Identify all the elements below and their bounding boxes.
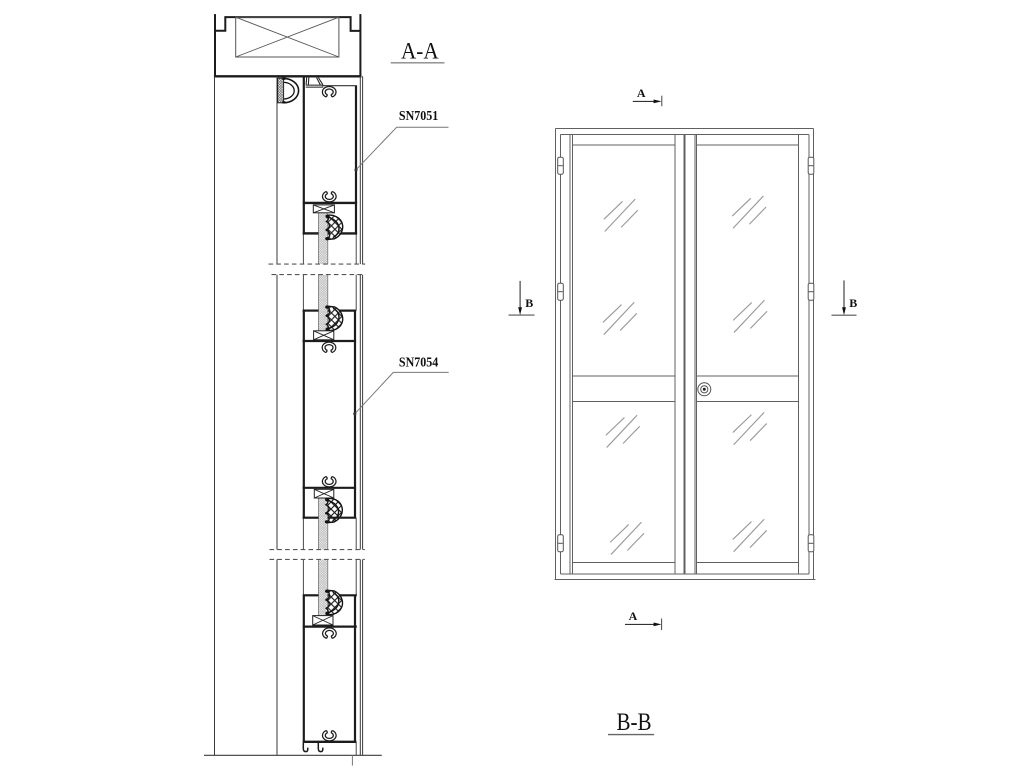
- svg-text:B: B: [525, 296, 533, 310]
- svg-text:B-B: B-B: [616, 707, 651, 736]
- svg-text:SN7054: SN7054: [399, 356, 438, 371]
- svg-text:A: A: [637, 86, 646, 100]
- svg-text:A: A: [629, 609, 638, 623]
- svg-text:A-A: A-A: [401, 39, 439, 65]
- svg-text:B: B: [849, 296, 857, 310]
- svg-text:SN7051: SN7051: [399, 109, 438, 124]
